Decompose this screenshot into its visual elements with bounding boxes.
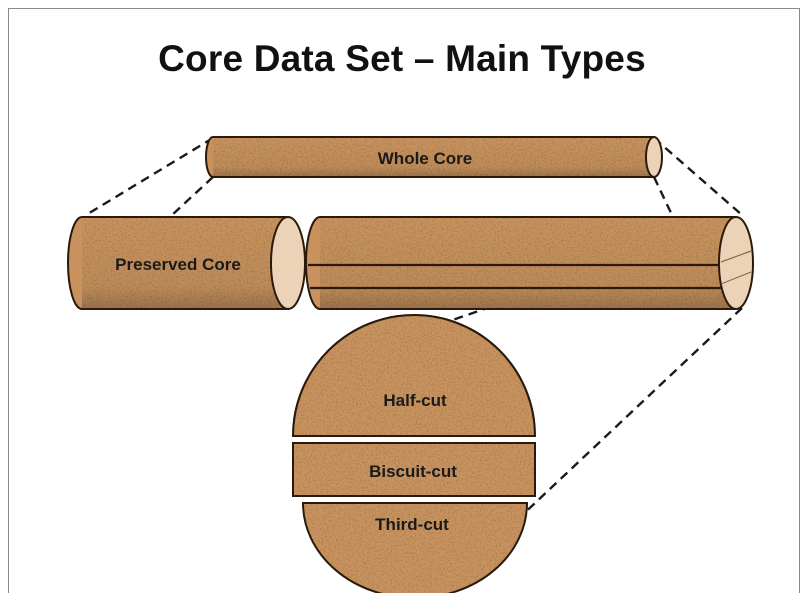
projection-line xyxy=(653,137,743,216)
core-cross-section: Half-cut Biscuit-cut Third-cut xyxy=(291,314,537,593)
half-cut-slab: Half-cut xyxy=(291,314,537,437)
preserved-core: Preserved Core xyxy=(67,216,306,310)
whole-core: Whole Core xyxy=(205,136,663,178)
projection-line xyxy=(85,136,214,217)
third-cut-label: Third-cut xyxy=(375,515,449,534)
projection-line xyxy=(516,307,743,521)
slide-frame xyxy=(8,8,800,593)
biscuit-cut-slab: Biscuit-cut xyxy=(292,442,536,497)
preserved-core-label: Preserved Core xyxy=(115,255,241,274)
projection-line xyxy=(171,176,214,216)
third-cut-slab: Third-cut xyxy=(301,502,529,593)
biscuit-cut-label: Biscuit-cut xyxy=(369,462,457,481)
whole-core-label: Whole Core xyxy=(378,149,472,168)
slabbed-core xyxy=(305,216,754,310)
page-title: Core Data Set – Main Types xyxy=(158,38,646,79)
half-cut-label: Half-cut xyxy=(383,391,447,410)
projection-line xyxy=(652,176,674,216)
